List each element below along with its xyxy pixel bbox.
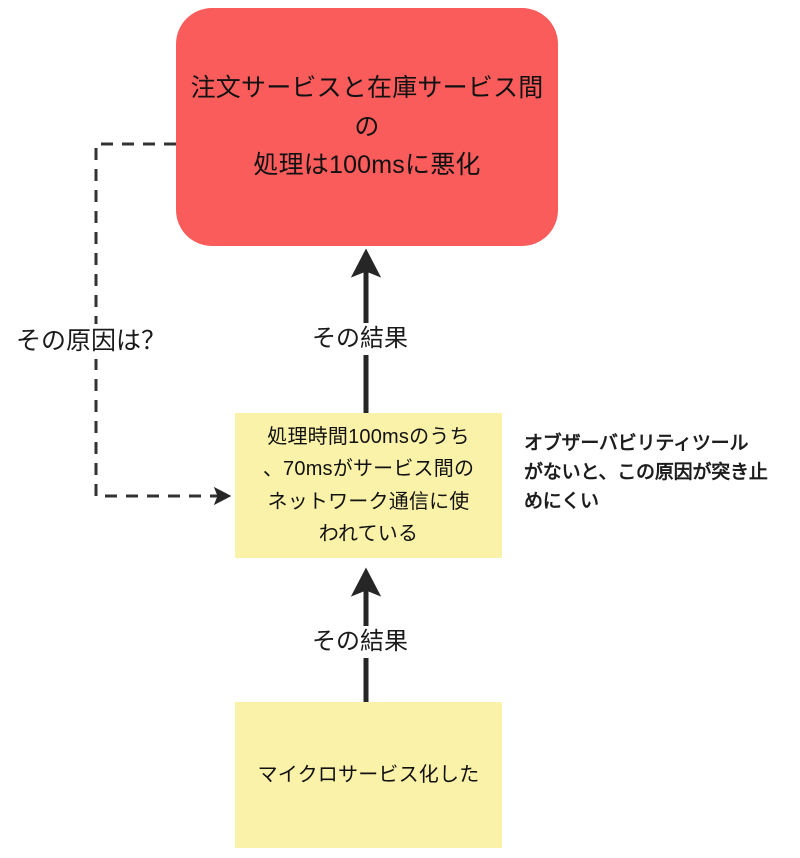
edge-label-result-bottom: その結果 [306,626,414,658]
node-problem-statement[interactable]: 注文サービスと在庫サービス間の 処理は100msに悪化 [176,8,558,246]
edge-label-result-top: その結果 [306,323,414,355]
node-intermediate-cause[interactable]: 処理時間100msのうち 、70msがサービス間の ネットワーク通信に使 われて… [235,413,502,558]
edge-label-why: その原因は？ [12,324,171,359]
annotation-observability-note: オブザーバビリティツール がないと、この原因が突き止 めにくい [524,433,768,512]
node-root-cause[interactable]: マイクロサービス化した [235,702,502,848]
